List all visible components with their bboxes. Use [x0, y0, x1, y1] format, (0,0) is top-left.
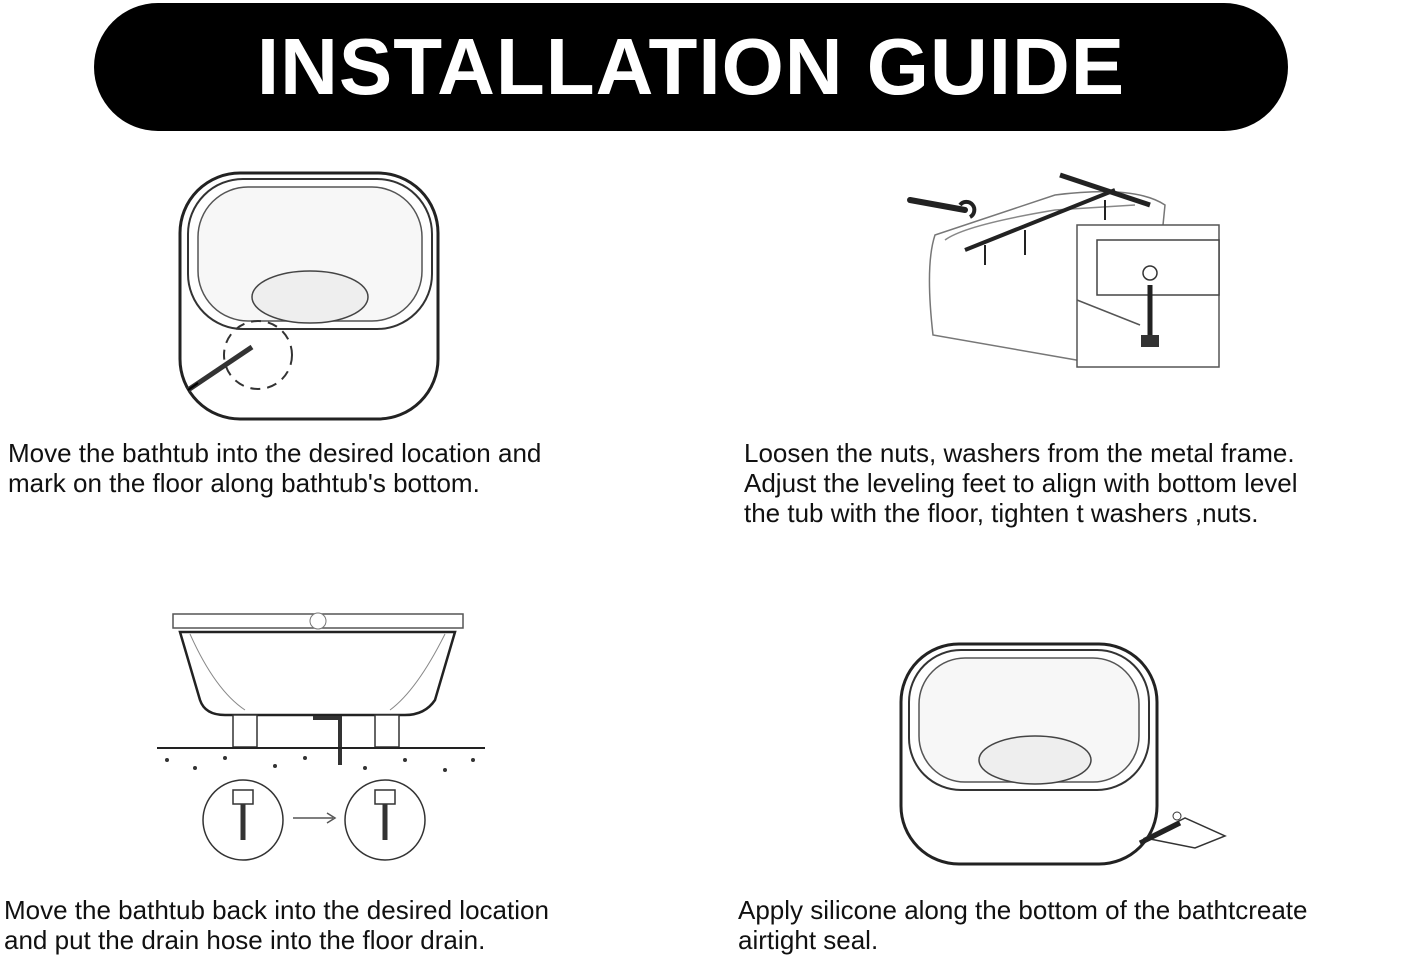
drain-hose-icon [155, 610, 495, 870]
page-title: INSTALLATION GUIDE [256, 22, 1126, 111]
step-4-text: Apply silicone along the bottom of the b… [738, 895, 1308, 955]
silicone-seal-icon [895, 638, 1235, 870]
step-2-text: Loosen the nuts, washers from the metal … [744, 438, 1298, 528]
step-1-text: Move the bathtub into the desired locati… [8, 438, 542, 498]
frame-adjust-icon [905, 165, 1225, 375]
bathtub-marking-icon [170, 165, 470, 425]
step-3-text: Move the bathtub back into the desired l… [4, 895, 549, 955]
title-banner: INSTALLATION GUIDE [94, 3, 1288, 131]
